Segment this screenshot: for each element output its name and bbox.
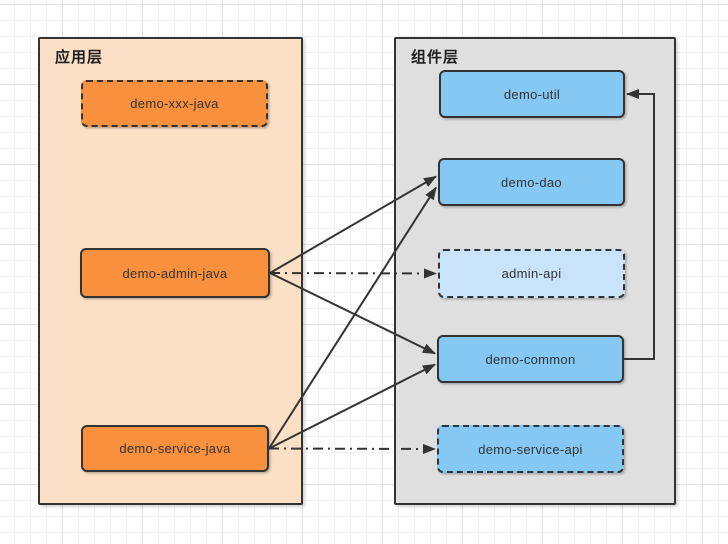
node-demo-dao[interactable]: demo-dao bbox=[438, 158, 625, 206]
node-demo-admin-java[interactable]: demo-admin-java bbox=[80, 248, 270, 298]
node-demo-util[interactable]: demo-util bbox=[439, 70, 625, 118]
node-demo-service-java[interactable]: demo-service-java bbox=[81, 425, 269, 472]
node-demo-common[interactable]: demo-common bbox=[437, 335, 624, 383]
node-label: demo-dao bbox=[501, 174, 562, 190]
container-app-layer[interactable]: 应用层 demo-xxx-java demo-admin-java demo-s… bbox=[38, 37, 303, 505]
node-label: demo-admin-java bbox=[122, 265, 228, 281]
node-label: demo-service-api bbox=[478, 441, 583, 457]
node-admin-api[interactable]: admin-api bbox=[438, 249, 625, 298]
node-label: demo-xxx-java bbox=[130, 96, 219, 111]
component-layer-title: 组件层 bbox=[411, 49, 460, 66]
app-layer-title: 应用层 bbox=[55, 49, 104, 66]
node-label: demo-service-java bbox=[119, 441, 231, 456]
node-demo-xxx-java[interactable]: demo-xxx-java bbox=[81, 80, 268, 127]
node-demo-service-api[interactable]: demo-service-api bbox=[437, 425, 624, 473]
node-label: demo-common bbox=[485, 351, 576, 367]
container-component-layer[interactable]: 组件层 demo-util demo-dao admin-api demo-co… bbox=[394, 37, 676, 505]
node-label: demo-util bbox=[503, 86, 561, 102]
node-label: admin-api bbox=[501, 266, 562, 281]
